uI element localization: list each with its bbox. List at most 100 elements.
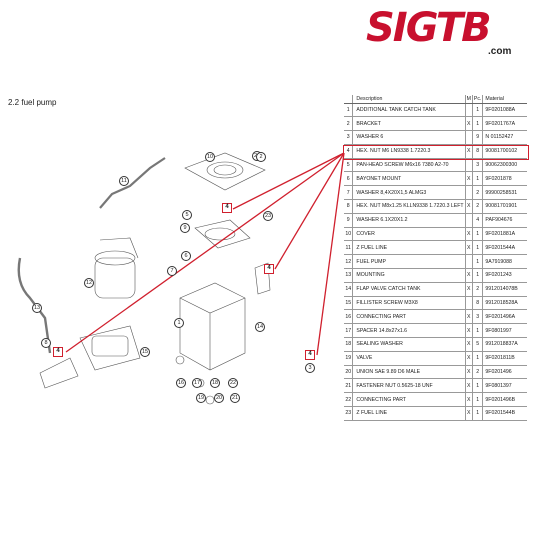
callout[interactable]: 14 [255,322,265,332]
exploded-parts-diagram [17,152,345,405]
row-number: 13 [344,268,354,283]
fuel-pump-part [94,257,136,299]
row-quantity: 1 [472,103,484,118]
callout[interactable]: 11 [119,176,129,186]
row-number: 14 [344,282,354,297]
brand-logo-text: SIGTB [366,5,492,51]
row-number: 3 [344,130,354,145]
row-m-flag: X [465,227,473,242]
row-quantity: 1 [472,406,484,421]
row-m-flag: X [465,116,473,132]
callout[interactable]: 1 [174,318,184,328]
row-number: 11 [344,240,354,256]
row-m-flag: X [465,199,473,214]
section-title: 2.2 fuel pump [8,98,57,107]
callout[interactable]: 9 [180,223,190,233]
row-description: FILLISTER SCREW M3X8 [352,296,466,311]
callout[interactable]: 12 [84,278,94,288]
row-material: 9F0201088A [482,103,527,118]
row-material: PAF904676 [482,213,527,228]
row-m-flag [465,185,473,201]
row-description: HEX. NUT M6 LN9338 1.7220.3 [352,144,466,159]
col-header-description: Description [352,95,466,104]
brand-domain: .com [488,46,512,57]
part-marker-4[interactable]: 4 [305,350,315,360]
row-quantity: 2 [472,185,484,201]
row-number: 4 [344,144,354,159]
row-description: CONNECTING PART [352,392,466,408]
z-fuel-line-part [17,257,52,354]
part-marker-4[interactable]: 4 [222,203,232,213]
row-material: 9912018837A [482,337,527,352]
callout[interactable]: 18 [210,378,220,388]
row-m-flag: X [465,323,473,339]
row-description: BAYONET MOUNT [352,171,466,187]
row-quantity: 1 [472,268,484,283]
row-number: 9 [344,213,354,228]
col-header-pc: Pc. [472,95,484,104]
row-number: 18 [344,337,354,352]
row-m-flag: X [465,240,473,256]
part-marker-4[interactable]: 4 [264,264,274,274]
row-material: 90081701901 [482,199,527,214]
row-quantity: 2 [472,282,484,297]
row-quantity: 5 [472,337,484,352]
row-description: Z FUEL LINE [352,240,466,256]
callout[interactable]: 3 [305,363,315,373]
callout[interactable]: 16 [176,378,186,388]
row-quantity: 3 [472,309,484,325]
callout[interactable]: 6 [181,251,191,261]
row-description: HEX. NUT M8x1.25 KLLN9338 1.7220.3 LEFT [352,199,466,214]
row-quantity: 9 [472,130,484,145]
fuel-line-part [99,157,166,209]
callout[interactable]: 22 [228,378,238,388]
callout[interactable]: 2 [256,152,266,162]
callout[interactable]: 10 [205,152,215,162]
callout[interactable]: 23 [263,211,273,221]
row-m-flag: X [465,406,473,421]
row-m-flag: X [465,171,473,187]
callout[interactable]: 5 [182,210,192,220]
callout[interactable]: 20 [214,393,224,403]
row-number: 20 [344,365,354,380]
callout[interactable]: 21 [230,393,240,403]
row-description: CONNECTING PART [352,309,466,325]
part-marker-4[interactable]: 4 [53,347,63,357]
row-quantity: 1 [472,323,484,339]
row-number: 16 [344,309,354,325]
callout[interactable]: 19 [196,393,206,403]
brand-logo[interactable]: SIGTB .com [366,5,516,57]
callout[interactable]: 13 [32,303,42,313]
row-description: COVER [352,227,466,242]
callout[interactable]: 17 [192,378,202,388]
row-m-flag: X [465,309,473,325]
callout[interactable]: 7 [167,266,177,276]
callout[interactable]: 15 [140,347,150,357]
callout[interactable]: 8 [41,338,51,348]
row-m-flag [465,254,473,270]
